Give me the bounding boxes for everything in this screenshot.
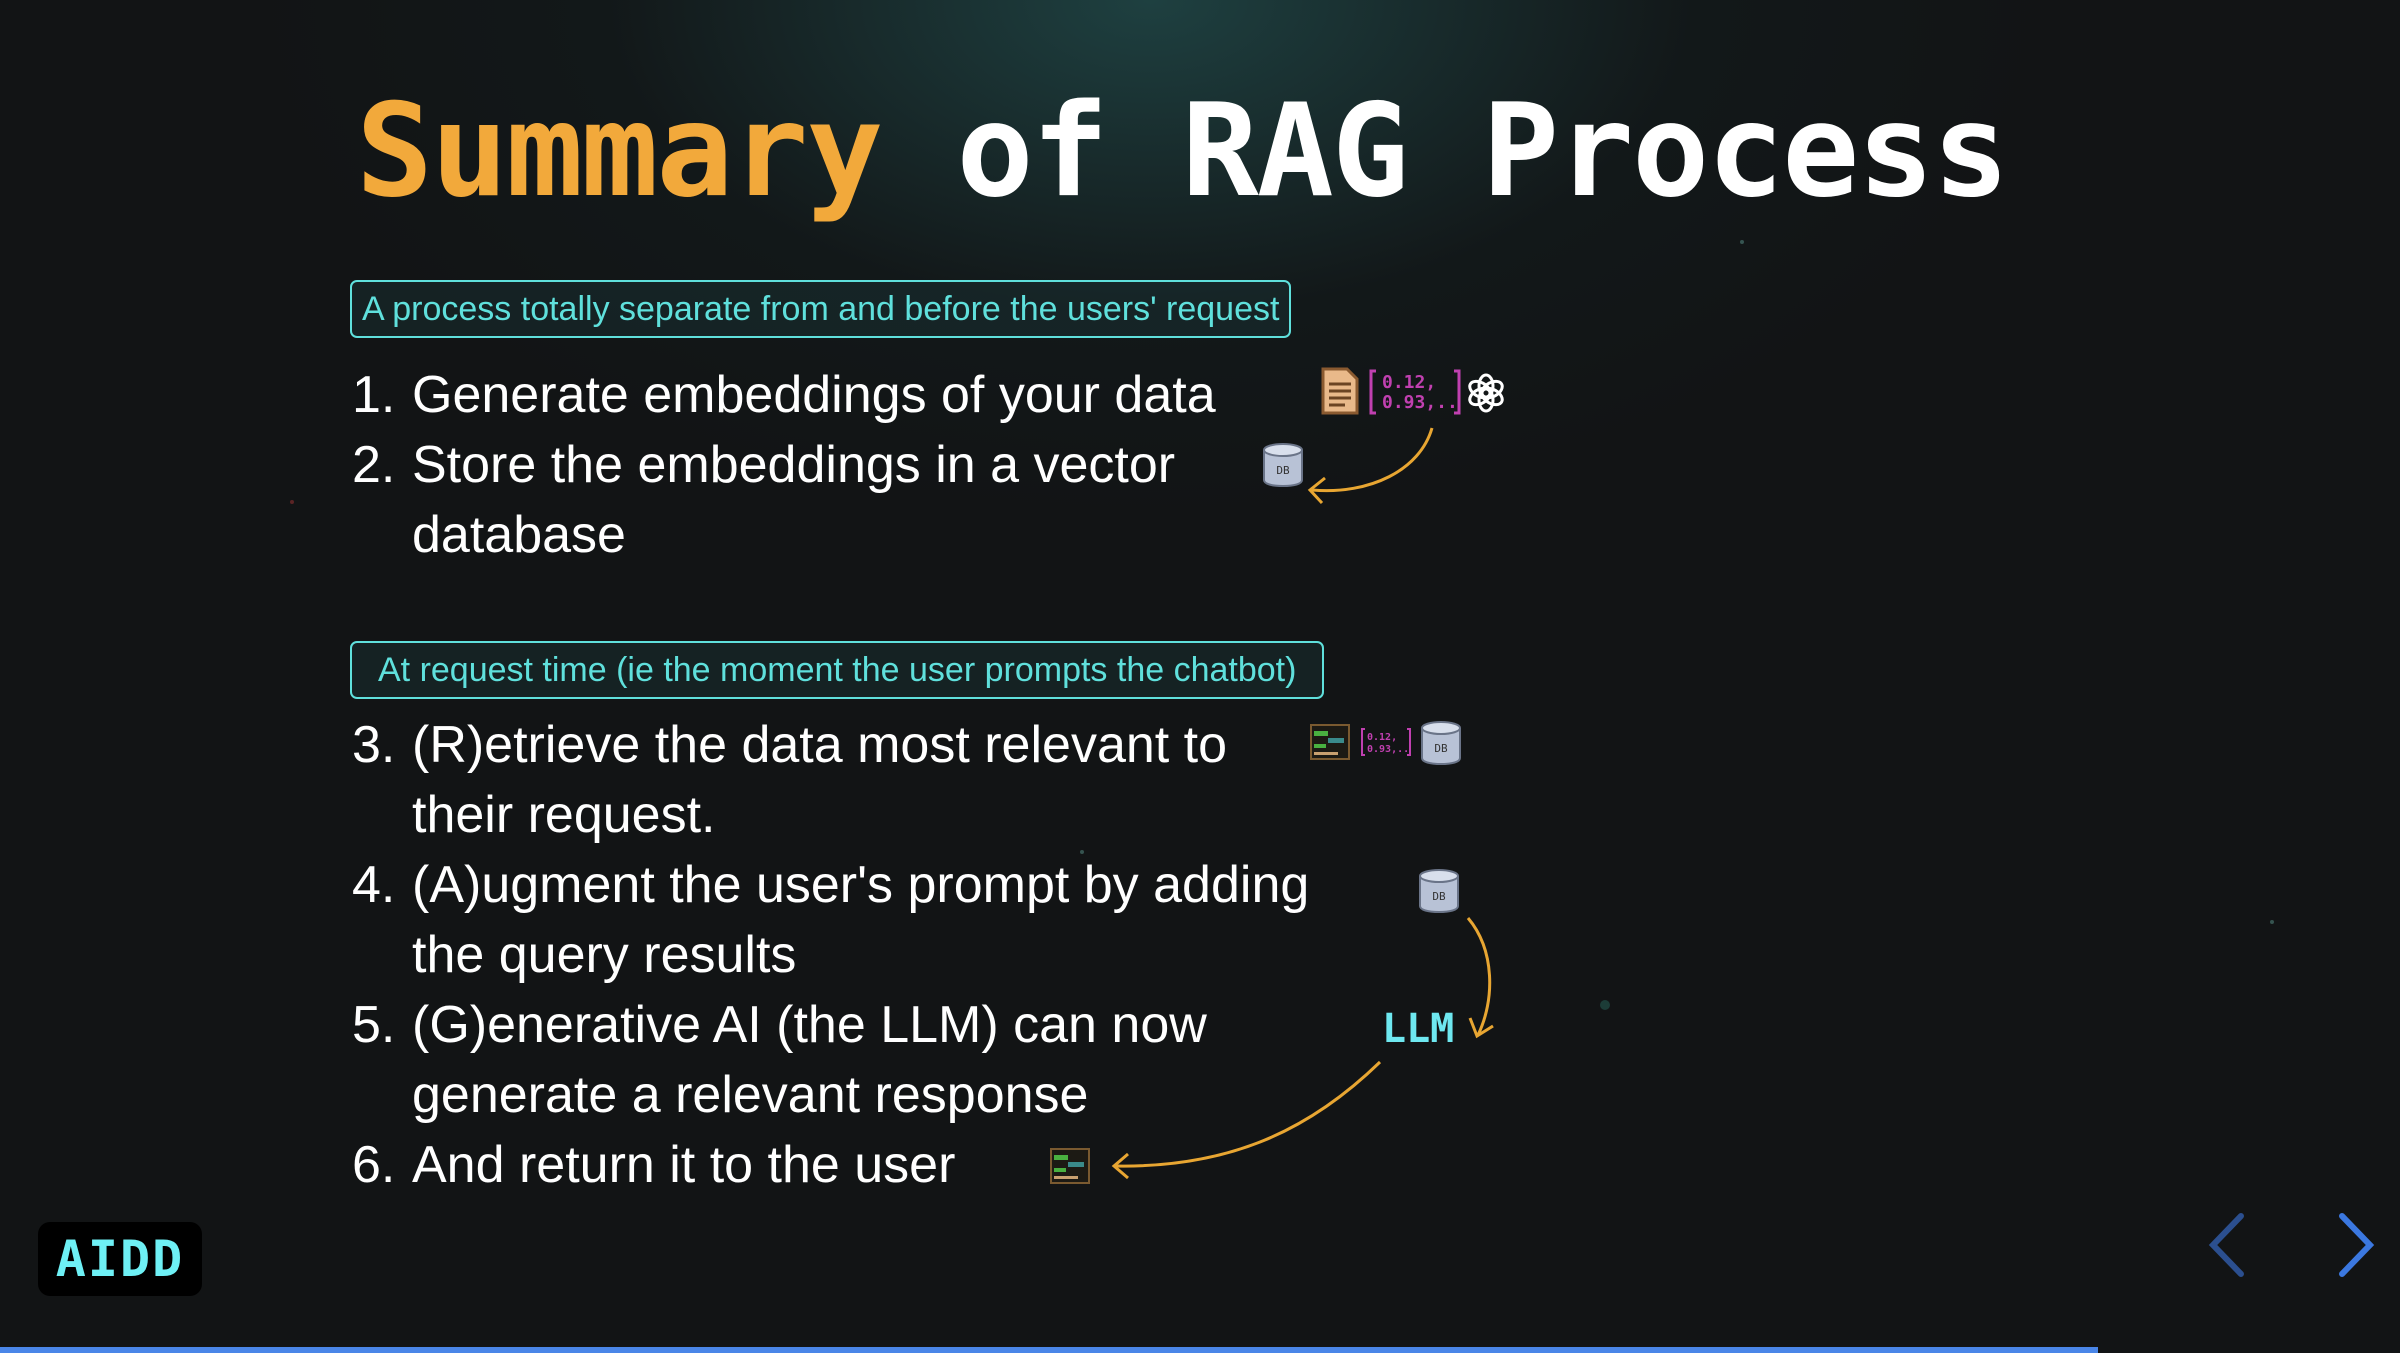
db-label: DB bbox=[1276, 464, 1290, 477]
vector-embedding-icon: 0.12,0.93,.. bbox=[1361, 728, 1411, 756]
db-label: DB bbox=[1432, 890, 1446, 903]
item-text: (A)ugment the user's prompt by adding bbox=[412, 856, 1310, 914]
item-number: 1. bbox=[352, 366, 396, 424]
page-title: Summary of RAG Process bbox=[356, 72, 2010, 232]
item-text: (G)enerative AI (the LLM) can now bbox=[412, 996, 1207, 1054]
list-item: 4. (A)ugment the user's prompt by adding t… bbox=[352, 850, 1309, 990]
arrow-db-to-llm bbox=[1466, 917, 1492, 1036]
previous-slide-button[interactable] bbox=[2205, 1212, 2249, 1278]
list-item: 3. (R)etrieve the data most relevant to th… bbox=[352, 710, 1227, 850]
title-accent: Summary bbox=[356, 77, 883, 226]
arrowhead bbox=[1111, 1152, 1129, 1180]
vector-db-icon: DB bbox=[1263, 443, 1303, 488]
item-text-continued: their request. bbox=[412, 786, 716, 844]
logo-text: AIDD bbox=[55, 1230, 185, 1288]
arrowhead bbox=[1307, 476, 1326, 505]
next-slide-button[interactable] bbox=[2334, 1212, 2378, 1278]
chat-window-icon bbox=[1310, 724, 1350, 760]
item-number: 4. bbox=[352, 856, 396, 914]
list-item: 6. And return it to the user bbox=[352, 1130, 955, 1200]
item-text-continued: generate a relevant response bbox=[412, 1066, 1089, 1124]
list-item: 2. Store the embeddings in a vector databa… bbox=[352, 430, 1175, 570]
vector-text: 0.12, bbox=[1367, 732, 1397, 743]
item-text: Store the embeddings in a vector bbox=[412, 436, 1176, 494]
item-text: (R)etrieve the data most relevant to bbox=[412, 716, 1228, 774]
section-badge-preprocessing: A process totally separate from and befo… bbox=[350, 280, 1292, 338]
document-icon bbox=[1321, 367, 1359, 415]
title-rest: of RAG Process bbox=[881, 77, 2010, 226]
list-item: 1. Generate embeddings of your data bbox=[352, 360, 1216, 430]
vector-embedding-icon: 0.12,0.93,.. bbox=[1369, 369, 1461, 415]
item-text-continued: the query results bbox=[412, 926, 797, 984]
vector-text: 0.93,.. bbox=[1367, 744, 1409, 755]
db-label: DB bbox=[1434, 742, 1448, 755]
item-number: 5. bbox=[352, 996, 396, 1054]
item-number: 3. bbox=[352, 716, 396, 774]
item-text: Generate embeddings of your data bbox=[412, 366, 1216, 424]
llm-label: LLM bbox=[1382, 1006, 1455, 1052]
list-item: 5. (G)enerative AI (the LLM) can now gener… bbox=[352, 990, 1207, 1130]
vector-db-icon: DB bbox=[1421, 721, 1461, 766]
arrow-embeddings-to-db bbox=[1311, 427, 1434, 493]
vector-text: 0.93,.. bbox=[1382, 392, 1458, 413]
chat-window-icon bbox=[1050, 1148, 1090, 1184]
aidd-logo[interactable]: AIDD bbox=[38, 1222, 202, 1296]
slide-progress-bar bbox=[0, 1347, 2098, 1353]
vector-db-icon: DB bbox=[1419, 869, 1459, 914]
item-number: 2. bbox=[352, 436, 396, 494]
vector-text: 0.12, bbox=[1382, 372, 1436, 393]
openai-logo-icon bbox=[1468, 373, 1504, 413]
item-text: And return it to the user bbox=[412, 1136, 956, 1194]
item-text-continued: database bbox=[412, 506, 626, 564]
item-number: 6. bbox=[352, 1136, 396, 1194]
arrowhead bbox=[1468, 1017, 1494, 1039]
section-badge-request-time: At request time (ie the moment the user … bbox=[350, 641, 1325, 699]
